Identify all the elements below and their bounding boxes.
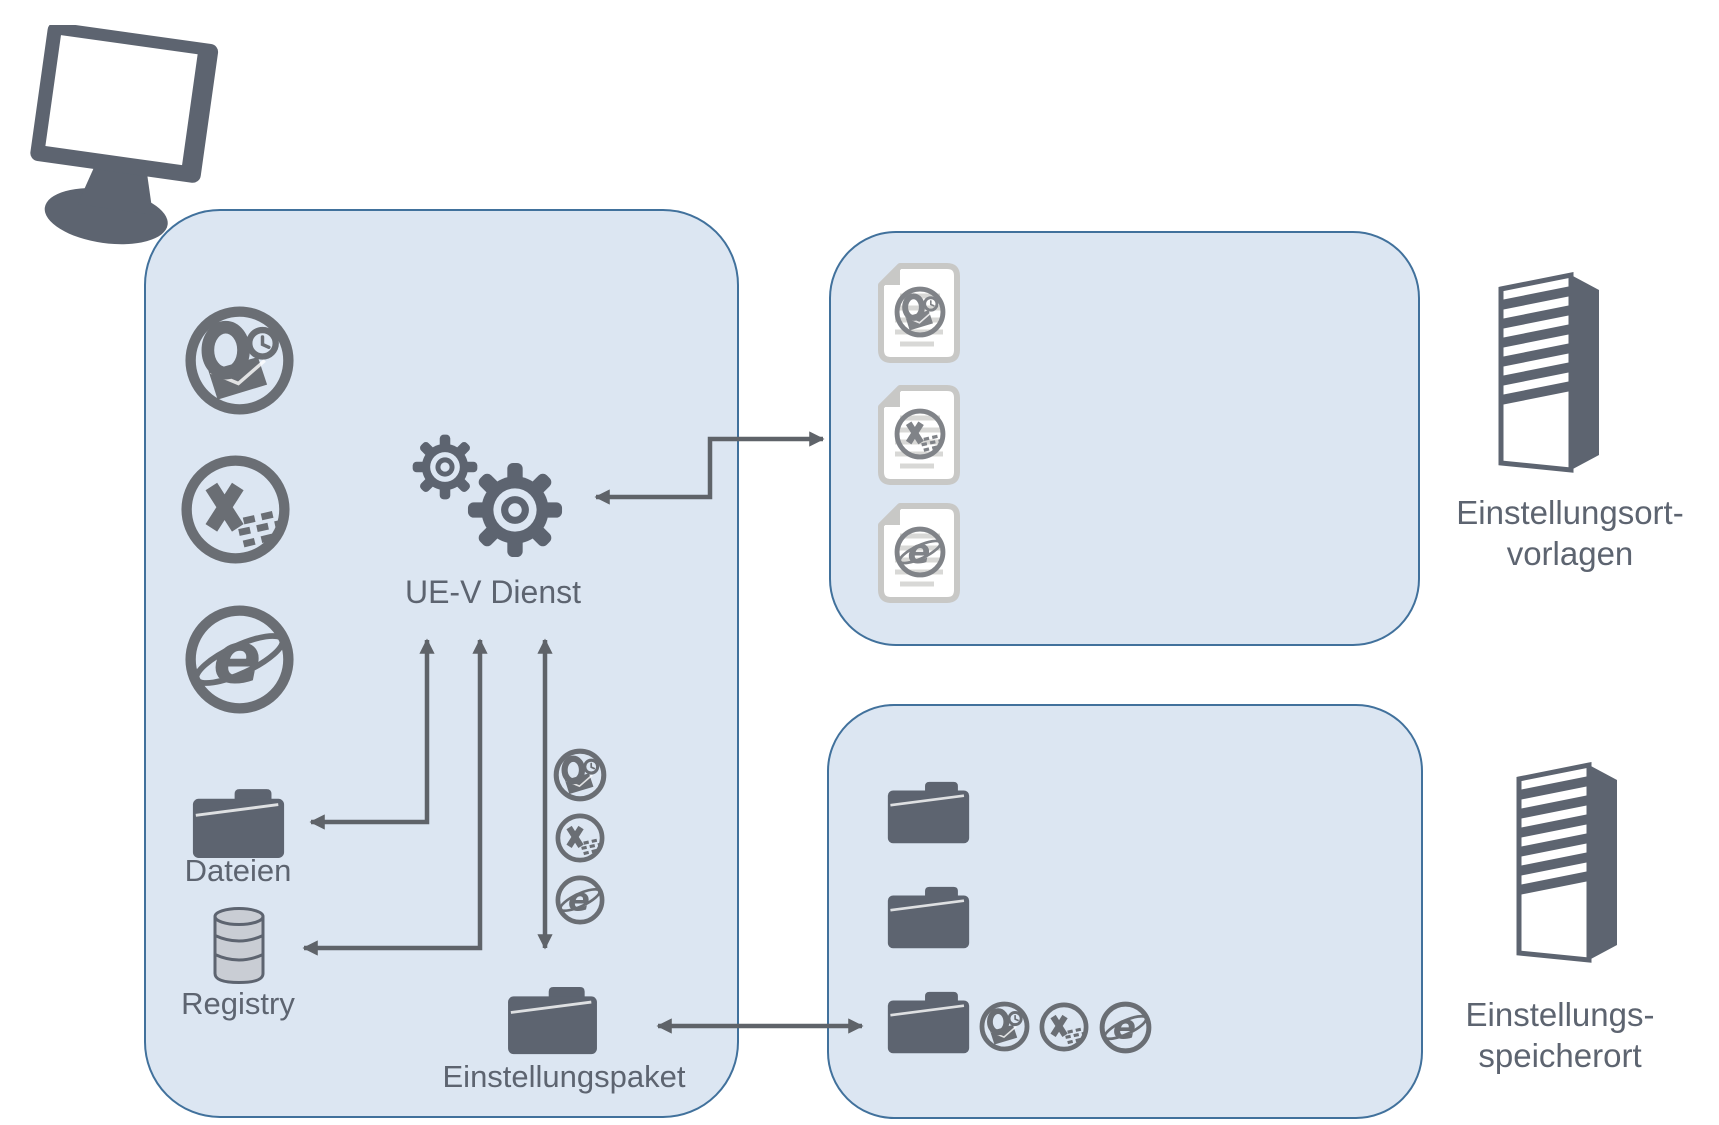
registry-database-icon [213,906,265,985]
arrow-service-registry [302,638,488,956]
storage-server-icon [1519,765,1617,960]
storage-folder-2 [886,886,971,950]
templates-server-label-line1: Einstellungsort- [1456,494,1684,531]
templates-box [829,231,1420,646]
storage-server-label-line2: speicherort [1478,1037,1642,1074]
files-folder-icon [191,788,286,860]
registry-label: Registry [181,986,295,1021]
uev-service-label: UE-V Dienst [404,574,582,610]
storage-server-label-line1: Einstellungs- [1465,996,1655,1033]
gear-large-icon [467,462,563,558]
gear-small-icon [412,434,478,500]
templates-server-icon [1501,275,1599,470]
storage-server-label: Einstellungs- speicherort [1410,994,1710,1076]
package-label: Einstellungspaket [442,1059,686,1094]
templates-server-label: Einstellungsort- vorlagen [1420,492,1719,574]
template-document-internet-explorer [881,506,957,600]
templates-server-label-line2: vorlagen [1506,535,1634,572]
template-document-outlook [881,266,957,360]
package-folder-icon [506,986,599,1056]
storage-folder-3 [886,991,971,1055]
files-label: Dateien [184,853,292,888]
storage-folder-1 [886,781,971,845]
storage-box [827,704,1423,1119]
template-document-excel [881,388,957,482]
arrow-service-templates [594,431,825,505]
